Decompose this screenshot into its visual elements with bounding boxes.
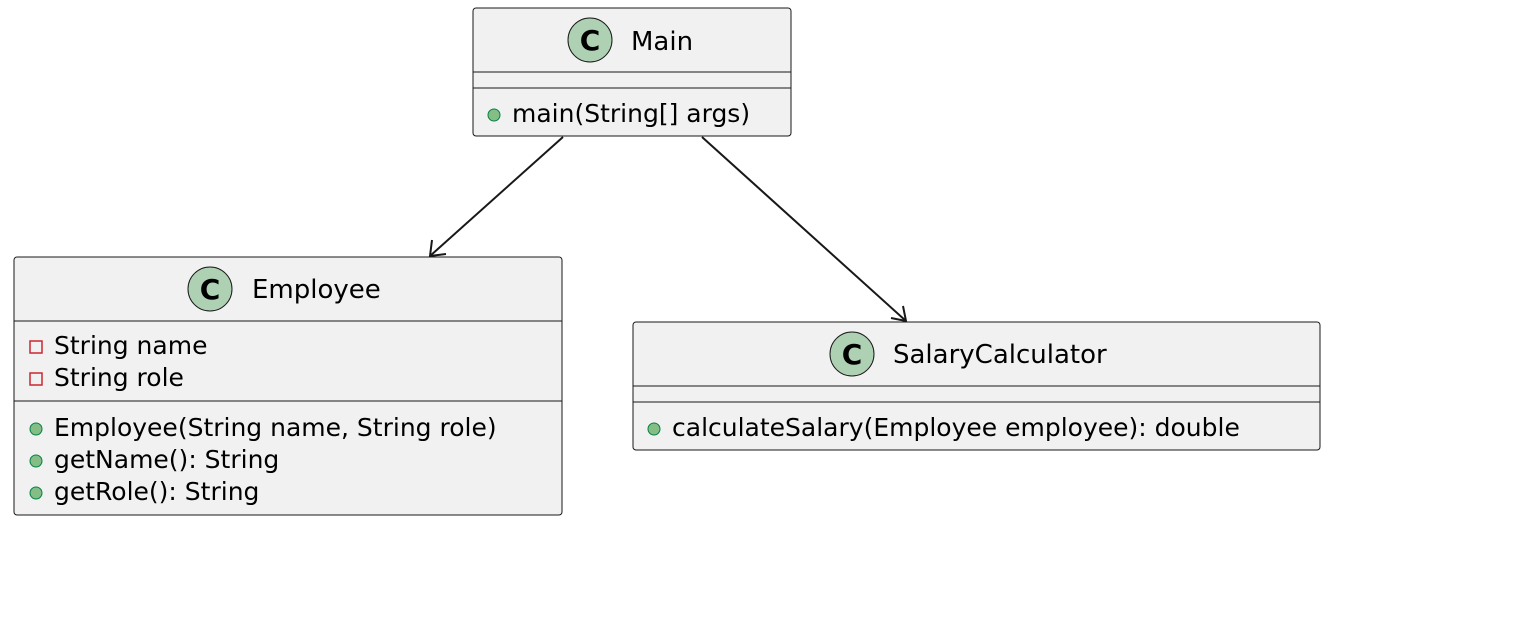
class-badge-icon	[567, 17, 613, 63]
relation-main-salarycalculator	[701, 136, 908, 323]
class-badge-letter: C	[200, 273, 221, 306]
class-box-employee[interactable]: C Employee String name String role Emplo…	[13, 256, 563, 516]
method-text: getRole(): String	[54, 477, 259, 506]
public-visibility-icon	[29, 422, 43, 436]
arrowhead-icon	[428, 239, 447, 258]
class-box-main[interactable]: C Main main(String[] args)	[472, 7, 792, 137]
public-visibility-icon	[29, 454, 43, 468]
class-badge-letter: C	[842, 338, 863, 371]
field-text: String role	[54, 363, 184, 392]
relation-line	[429, 136, 564, 257]
class-badge-icon	[187, 266, 233, 312]
method-text: Employee(String name, String role)	[54, 413, 497, 442]
public-visibility-icon	[487, 108, 501, 122]
class-badge-icon	[829, 331, 875, 377]
class-badge-letter: C	[580, 24, 601, 57]
class-name: Main	[631, 27, 693, 57]
relation-line	[701, 136, 907, 322]
class-box-salarycalculator[interactable]: C SalaryCalculator calculateSalary(Emplo…	[632, 321, 1321, 451]
public-visibility-icon	[647, 422, 661, 436]
relation-main-employee	[428, 136, 564, 258]
class-name: SalaryCalculator	[893, 340, 1107, 370]
private-visibility-icon	[29, 340, 43, 354]
field-text: String name	[54, 331, 207, 360]
method-text: main(String[] args)	[512, 99, 750, 128]
method-text: calculateSalary(Employee employee): doub…	[672, 413, 1240, 442]
arrowhead-icon	[890, 305, 908, 323]
private-visibility-icon	[29, 372, 43, 386]
public-visibility-icon	[29, 486, 43, 500]
method-text: getName(): String	[54, 445, 279, 474]
class-name: Employee	[252, 275, 381, 305]
